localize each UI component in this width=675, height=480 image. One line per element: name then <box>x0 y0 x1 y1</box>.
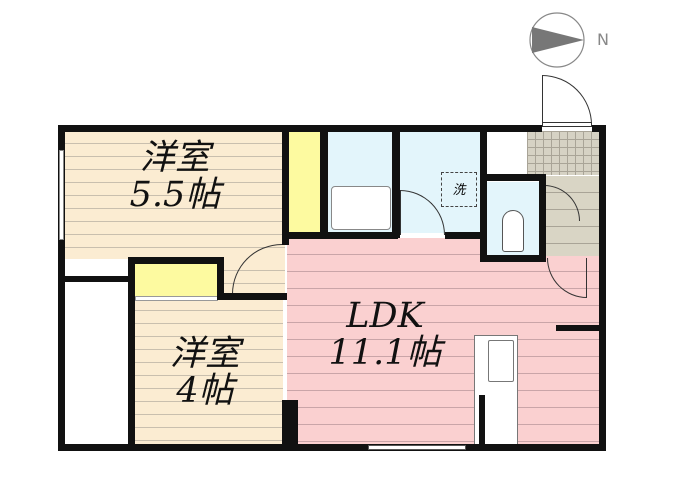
storage-top <box>64 259 128 277</box>
wall-bottom <box>58 444 606 451</box>
storage-left <box>64 282 128 446</box>
wall-closet <box>320 125 328 238</box>
ldk-size: 11.1帖 <box>328 332 442 373</box>
room-ldk <box>287 238 601 446</box>
wall-room2-left <box>128 257 135 447</box>
entrance-door[interactable] <box>542 75 592 125</box>
toilet-bowl-icon <box>502 210 524 252</box>
wall-closet2-top <box>128 257 223 264</box>
room-2-size: 4帖 <box>176 370 234 411</box>
wall-room2-top <box>217 293 287 300</box>
room-2-label: 洋室 4帖 <box>130 336 280 410</box>
closet-room-2 <box>135 262 218 296</box>
wall-counter <box>479 395 485 445</box>
window-ldk <box>368 445 466 450</box>
wall-closet2-right <box>217 257 224 299</box>
entrance-floor <box>527 131 599 175</box>
north-arrow-icon <box>529 12 585 68</box>
ldk-label: LDK 11.1帖 <box>300 298 470 372</box>
room-western-2 <box>133 298 283 444</box>
room-toilet-upper <box>487 131 522 176</box>
wall-toilet-right <box>539 174 546 261</box>
wall-storage <box>64 276 134 282</box>
wall-toilet-top <box>480 174 546 181</box>
wall-mid-1 <box>282 125 289 245</box>
ldk-name: LDK <box>346 296 424 336</box>
entrance-threshold <box>542 122 592 127</box>
wall-bath <box>392 125 400 238</box>
wall-toilet-bottom <box>480 255 546 262</box>
wall-left <box>58 125 65 450</box>
wall-top <box>58 125 542 132</box>
window-room-1 <box>59 150 64 240</box>
wall-wash-bottom <box>445 232 487 239</box>
closet-door-track[interactable] <box>135 296 218 301</box>
kitchen-sink <box>488 340 514 382</box>
compass-label: N <box>597 30 609 49</box>
room-1-size: 5.5帖 <box>129 174 221 215</box>
wall-wash-right <box>480 125 487 261</box>
bathtub <box>331 186 391 230</box>
wall-stub <box>556 325 601 331</box>
room-2-name: 洋室 <box>169 334 240 374</box>
room-1-name: 洋室 <box>139 138 210 178</box>
wall-column <box>282 400 298 446</box>
wall-right <box>599 125 606 450</box>
compass <box>528 11 588 71</box>
wall-bath-bottom <box>288 232 398 239</box>
washer-space: 洗 <box>441 172 477 207</box>
room-1-label: 洋室 5.5帖 <box>100 140 250 214</box>
room-western-1 <box>64 131 285 259</box>
closet-room-1 <box>288 131 320 233</box>
